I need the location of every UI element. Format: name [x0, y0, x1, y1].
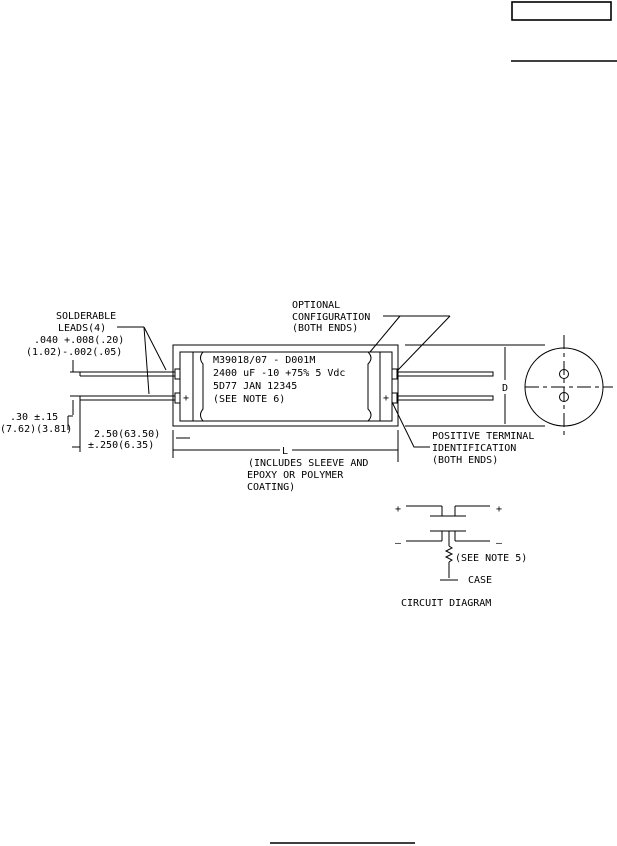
- circuit-note: (SEE NOTE 5): [455, 553, 527, 564]
- optional-label-3: (BOTH ENDS): [292, 323, 358, 334]
- length-note-2: EPOXY OR POLYMER: [247, 470, 344, 481]
- marking-line-1: M39018/07 - D001M: [213, 355, 315, 366]
- marking-line-3: 5D77 JAN 12345: [213, 381, 297, 392]
- leads-leader: [117, 326, 167, 395]
- lead-spacing-2: (7.62)(3.81): [0, 424, 72, 435]
- leads-label-2: LEADS(4): [58, 323, 106, 334]
- positive-label-1: POSITIVE TERMINAL: [432, 431, 534, 442]
- positive-leader: [391, 401, 430, 448]
- end-view: [524, 335, 613, 436]
- header-box: [511, 1, 612, 21]
- optional-leader: [369, 315, 451, 371]
- length-note-1: (INCLUDES SLEEVE AND: [248, 458, 368, 469]
- marking-line-2: 2400 uF -10 +75% 5 Vdc: [213, 368, 345, 379]
- circuit-title: CIRCUIT DIAGRAM: [401, 598, 491, 609]
- leads-label-1: SOLDERABLE: [56, 311, 116, 322]
- plus-left: +: [183, 393, 189, 404]
- lead-dia-2: (1.02)-.002(.05): [26, 347, 122, 358]
- optional-label-2: CONFIGURATION: [292, 312, 370, 323]
- length-label: L: [282, 446, 288, 457]
- spacing-dimension: [67, 360, 81, 452]
- length-dimension: [172, 430, 399, 462]
- diameter-label: D: [502, 383, 508, 394]
- length-note-3: COATING): [247, 482, 295, 493]
- circuit-plus-right: +: [496, 504, 502, 515]
- lead-length-1: 2.50(63.50): [94, 429, 160, 440]
- positive-label-3: (BOTH ENDS): [432, 455, 498, 466]
- circuit-diagram: [406, 505, 490, 581]
- plus-right: +: [383, 393, 389, 404]
- positive-label-2: IDENTIFICATION: [432, 443, 516, 454]
- circuit-minus-right: –: [496, 538, 503, 549]
- lead-length-2: ±.250(6.35): [88, 440, 154, 451]
- capacitor-body: [70, 344, 545, 427]
- lead-spacing-1: .30 ±.15: [10, 412, 58, 423]
- circuit-minus-left: –: [395, 538, 402, 549]
- circuit-plus-left: +: [395, 504, 401, 515]
- circuit-case: CASE: [468, 575, 492, 586]
- lead-dia-1: .040 +.008(.20): [34, 335, 124, 346]
- optional-label-1: OPTIONAL: [292, 300, 340, 311]
- marking-line-4: (SEE NOTE 6): [213, 394, 285, 405]
